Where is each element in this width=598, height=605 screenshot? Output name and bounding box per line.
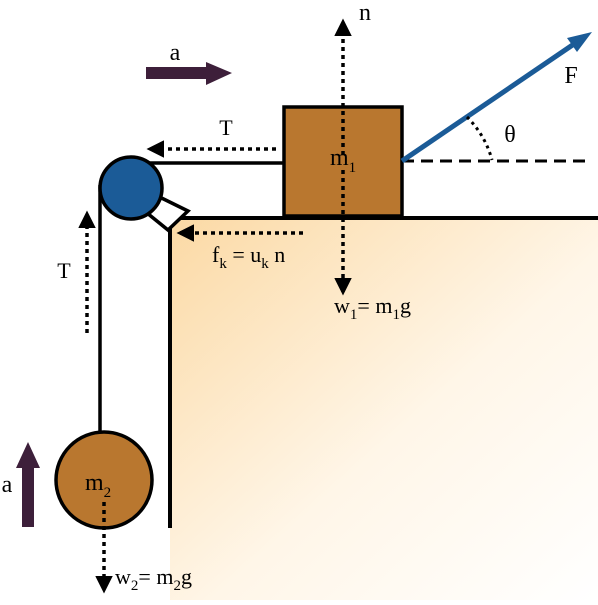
force-f-label: F	[564, 63, 577, 89]
accel-left-label: a	[2, 472, 13, 498]
weight-w2-label: w2= m2g	[115, 564, 192, 594]
force-f-shaft	[400, 41, 576, 164]
accel-top-shaft	[146, 67, 208, 79]
friction-label: fk = uk n	[212, 242, 285, 272]
angle-arc	[465, 115, 494, 161]
normal-force-label: n	[359, 0, 371, 26]
force-f-arrowhead	[567, 32, 592, 52]
accel-top-label: a	[170, 40, 181, 66]
tension-m1-label: T	[219, 115, 233, 140]
pulley-wheel	[98, 155, 164, 221]
m2-label: m2	[85, 470, 111, 501]
m1-label: m1	[330, 145, 356, 176]
tension-m2-label: T	[57, 258, 71, 283]
table-surface	[170, 218, 598, 600]
angle-label: θ	[504, 122, 516, 148]
accel-left-head	[16, 442, 40, 468]
weight-w1-label: w1= m1g	[334, 293, 411, 323]
accel-top-head	[206, 62, 232, 85]
accel-left-shaft	[22, 466, 34, 527]
